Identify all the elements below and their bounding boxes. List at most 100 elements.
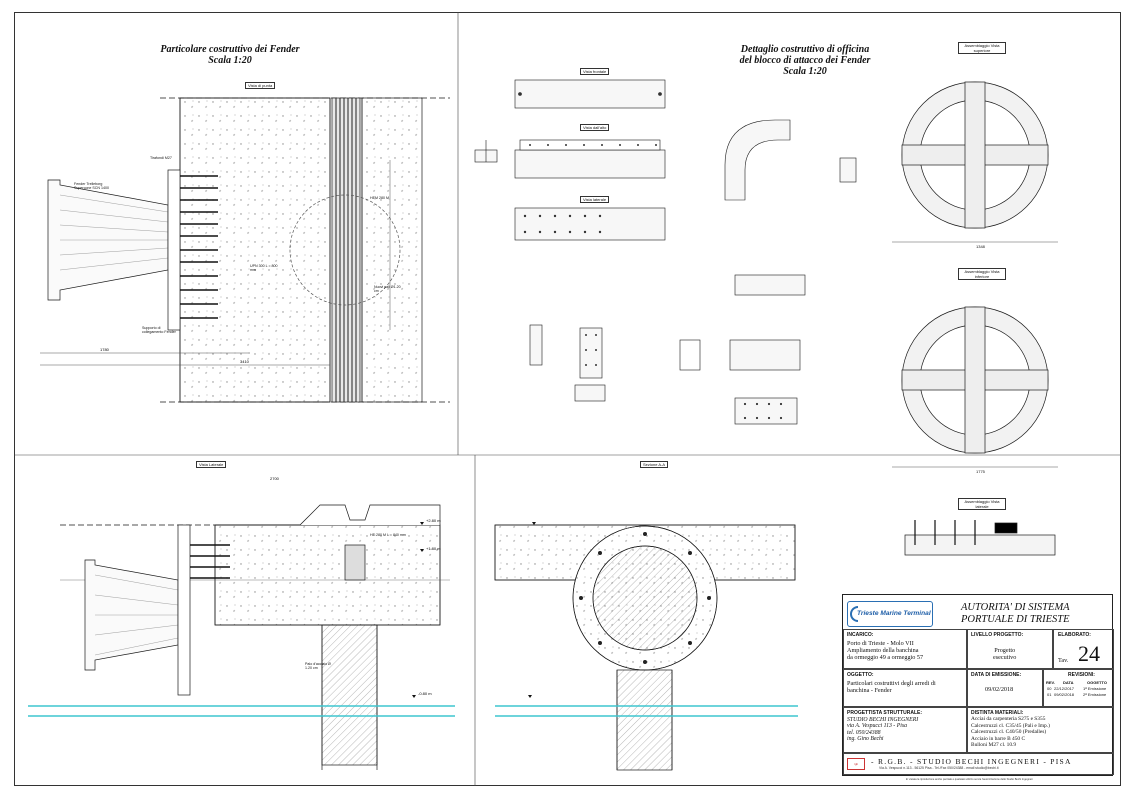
authority-line1: AUTORITA' DI SISTEMA	[961, 602, 1070, 613]
tag-sezione-aa: Sezione A-A	[640, 461, 669, 468]
rev-header-rev: REV.	[1046, 680, 1055, 685]
tag-vista-dall-alto: Vista dall'alto	[580, 124, 610, 131]
rev-row2-rev: 01	[1047, 692, 1052, 697]
tag-vista-laterale: Vista Laterale	[196, 461, 227, 468]
tag-assemblaggio-laterale: Assemblaggio Vista laterale	[958, 498, 1006, 510]
assembly-bottom-ring	[892, 306, 1058, 468]
emissione-label: DATA DI EMISSIONE:	[971, 672, 1022, 678]
progettista-line3: tel. 050/24388	[847, 729, 881, 736]
assembly-top-ring	[892, 81, 1058, 243]
cell-incarico	[843, 629, 967, 669]
authority-name: AUTORITA' DI SISTEMA PORTUALE DI TRIESTE	[961, 602, 1111, 626]
elaborato-label: ELABORATO:	[1058, 632, 1091, 638]
copyright-note: E' vietata la riproduzione anche parzial…	[906, 778, 1033, 781]
tag-vista-laterale-2: Vista laterale	[580, 196, 610, 203]
rev-row1-data: 22/12/2017	[1054, 686, 1075, 691]
oggetto-line1: Particolari costruttivi degli arredi di	[847, 680, 936, 687]
view-section-aa	[494, 524, 796, 771]
view-bottom-left	[60, 504, 450, 770]
workshop-details	[474, 79, 857, 425]
assembly-lateral	[904, 520, 1056, 556]
title-fender-detail-text: Particolare costruttivo dei Fender	[160, 44, 300, 55]
livello-line1: Progetto	[994, 647, 1016, 654]
oggetto-line2: banchina - Fender	[847, 687, 892, 694]
livello-text: Progetto esecutivo	[993, 647, 1016, 661]
authority-line2: PORTUALE DI TRIESTE	[961, 614, 1070, 625]
studio-logo-icon: rgb	[847, 758, 865, 770]
level-label-1: +2.80 m	[426, 518, 441, 523]
revisioni-label: REVISIONI:	[1068, 672, 1095, 678]
title-workshop-detail: Dettaglio costruttivo di officina del bl…	[730, 44, 880, 77]
logo-icon	[850, 606, 858, 622]
progettista-label: PROGETTISTA STRUTTURALE:	[847, 710, 922, 716]
tav-label: Tav.	[1058, 657, 1069, 664]
level-label-3: -0.80 m	[418, 691, 432, 696]
progettista-line1: STUDIO BECHI INGEGNERI	[847, 717, 919, 723]
title-workshop-line1: Dettaglio costruttivo di officina	[740, 44, 870, 55]
tag-vista-frontale: Vista frontale	[580, 68, 610, 75]
tag-assemblaggio-superiore: Assemblaggio Vista superiore	[958, 42, 1006, 54]
progettista-text: STUDIO BECHI INGEGNERI via A. Vespucci 1…	[847, 717, 967, 743]
incarico-line1: Porto di Trieste - Molo VII	[847, 640, 914, 647]
tag-vista-di-punta: Vista di punta	[245, 82, 276, 89]
level-markers	[412, 522, 536, 698]
label-upn: UPN 300 L = 800 mm	[250, 264, 278, 273]
logo-text: Trieste Marine Terminal	[857, 610, 931, 617]
distinta-line1: Acciai da carpenteria S275 e S355	[971, 716, 1046, 722]
oggetto-label: OGGETTO:	[847, 672, 874, 678]
rev-row1-rev: 00	[1047, 686, 1052, 691]
label-nuovi-pali: Nuovi pali Ø1.20 cm	[374, 285, 401, 294]
studio-name: - R.G.B. - STUDIO BECHI INGEGNERI - PISA	[871, 757, 1072, 766]
view-top-left	[40, 97, 450, 403]
title-workshop-line2: del blocco di attacco dei Fender	[739, 55, 871, 66]
title-fender-detail: Particolare costruttivo dei Fender Scala…	[150, 44, 310, 66]
title-fender-scale: Scala 1:20	[208, 55, 252, 66]
oggetto-text: Particolari costruttivi degli arredi di …	[847, 680, 967, 694]
distinta-label: DISTINTA MATERIALI:	[971, 710, 1024, 716]
dim-label-1780: 1780	[100, 347, 110, 352]
distinta-line4: Acciaio in barre B 450 C	[971, 735, 1026, 742]
livello-label: LIVELLO PROGETTO:	[971, 632, 1024, 638]
cell-distinta	[967, 707, 1114, 753]
cell-elaborato	[1053, 629, 1114, 669]
cell-oggetto	[843, 669, 967, 707]
cell-studio	[843, 753, 1114, 775]
incarico-line2: Ampliamento della banchina	[847, 647, 919, 654]
title-block: Trieste Marine Terminal AUTORITA' DI SIS…	[842, 594, 1114, 776]
label-palo: Palo d'acciaio Ø 1.20 cm	[305, 662, 331, 671]
title-workshop-scale: Scala 1:20	[783, 66, 827, 77]
dim-label-2700: 2700	[270, 476, 280, 481]
emissione-date: 09/02/2018	[985, 686, 1014, 693]
dim-label-1348: 1348	[976, 244, 985, 249]
progettista-line4: ing. Gino Bechi	[847, 736, 884, 743]
rev-header-data: DATA	[1063, 680, 1074, 685]
dim-label-3410: 3410	[240, 359, 250, 364]
cell-progettista	[843, 707, 967, 753]
dim-label-1775: 1775	[976, 469, 985, 474]
label-hem: HEM 280 M	[370, 196, 389, 200]
incarico-line3: da ormeggio 49 a ormeggio 57	[847, 654, 924, 661]
incarico-label: INCARICO:	[847, 632, 874, 638]
rev-header-oggetto: OGGETTO	[1087, 680, 1107, 685]
level-label-2: +1.80 m	[426, 546, 441, 551]
distinta-line5: Bulloni M27 cl. 10.9	[971, 742, 1017, 749]
progettista-line2: via A. Vespucci 113 - Pisa	[847, 723, 907, 730]
tav-number: 24	[1078, 641, 1100, 666]
label-fender: Fender Trelleborg Supercone SCN 1400	[74, 182, 109, 191]
cell-revisioni	[1043, 669, 1114, 707]
studio-address: Via A. Vespucci n.113 - 56125 Pisa - Tel…	[879, 766, 999, 770]
label-supporto: Supporto di collegamento Fender	[142, 326, 176, 335]
sheet-frame	[14, 12, 1121, 786]
incarico-text: Porto di Trieste - Molo VII Ampliamento …	[847, 640, 967, 661]
distinta-text: Acciai da carpenteria S275 e S355 Calces…	[971, 716, 1111, 749]
distinta-line3: Calcestruzzi cl. C40/50 (Predalles)	[971, 729, 1047, 736]
label-tirafondi: Tirafondi M27	[150, 156, 172, 160]
sheet-separators	[14, 12, 1121, 786]
cell-emissione	[967, 669, 1043, 707]
rev-row2-data: 09/02/2018	[1054, 692, 1075, 697]
cell-livello	[967, 629, 1053, 669]
tag-assemblaggio-inferiore: Assemblaggio Vista inferiore	[958, 268, 1006, 280]
rev-row1-oggetto: 1ª Emissione	[1083, 686, 1107, 691]
